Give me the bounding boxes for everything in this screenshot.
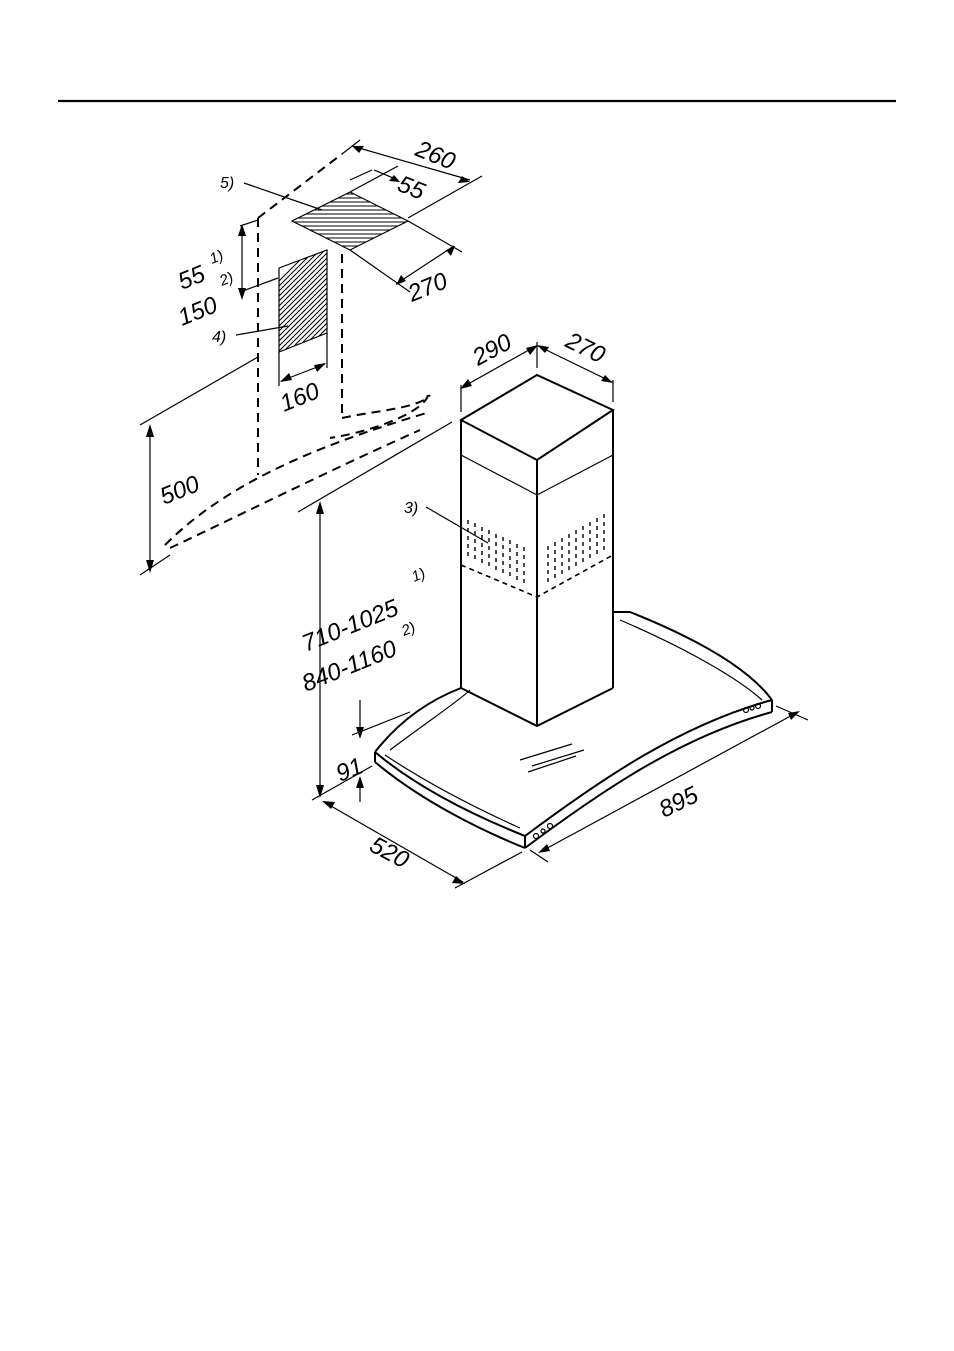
- ceiling-bracket-area: [280, 192, 420, 250]
- hood-canopy: [375, 612, 772, 848]
- dim-label-520: 520: [365, 831, 414, 874]
- callout-4: 4): [212, 326, 288, 346]
- footnote-1-range: 1): [409, 565, 428, 586]
- dimension-55-top: 55: [350, 166, 429, 206]
- dimension-270-chimney: 270: [537, 327, 613, 402]
- dim-label-260: 260: [411, 135, 460, 176]
- footnote-2-left: 2): [216, 269, 236, 290]
- dim-label-895: 895: [655, 781, 703, 823]
- footnote-2-range: 2): [398, 619, 418, 640]
- dim-label-500: 500: [156, 470, 204, 510]
- chimney: [461, 375, 613, 726]
- callout-label-5: 5): [220, 175, 234, 192]
- callout-label-4: 4): [212, 329, 226, 346]
- callout-label-3: 3): [404, 500, 418, 517]
- callout-3: 3): [404, 500, 488, 543]
- dim-label-270-chimney: 270: [560, 327, 609, 370]
- dim-label-160: 160: [276, 377, 324, 417]
- dimension-height-range: 710-1025 1) 840-1160 2): [298, 422, 452, 798]
- wall-outline-dashed: [165, 154, 430, 548]
- dimension-500: 500: [140, 357, 258, 575]
- dimension-91: 91: [332, 700, 410, 802]
- dim-label-270-top: 270: [403, 267, 452, 308]
- dimension-290: 290: [460, 328, 538, 412]
- dim-label-150-left: 150: [174, 291, 222, 331]
- dimension-55-150-left: 55 1) 150 2): [174, 220, 278, 332]
- dimension-895: 895: [530, 706, 808, 862]
- dim-label-55-top: 55: [394, 171, 429, 206]
- footnote-1-left: 1): [207, 247, 226, 268]
- dim-label-290: 290: [467, 328, 516, 371]
- dim-label-55-left: 55: [174, 260, 209, 295]
